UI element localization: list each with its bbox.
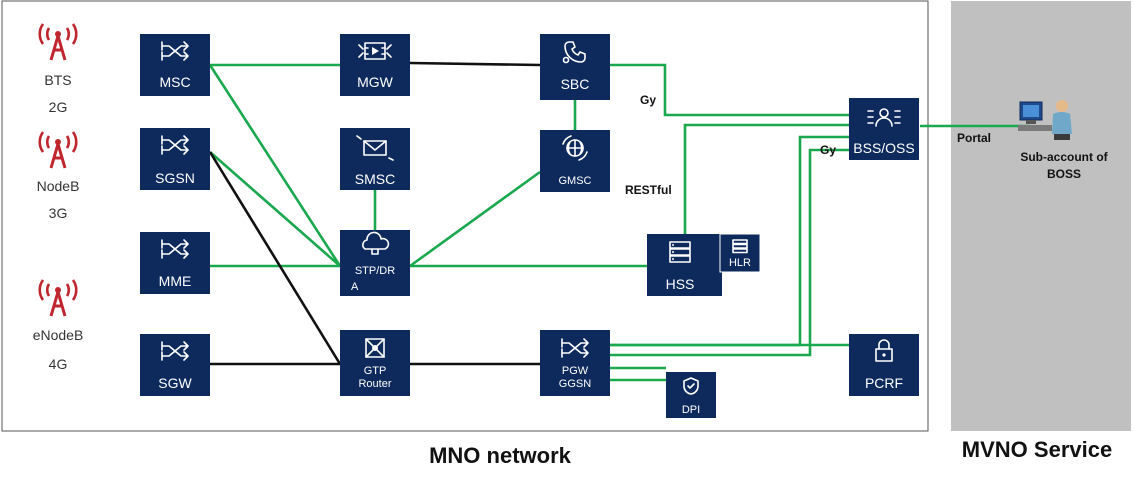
cloud-network-icon	[362, 231, 390, 255]
envelope-icon	[356, 135, 394, 161]
node-label: GMSC	[559, 175, 592, 187]
node-label-line2: GGSN	[559, 378, 591, 390]
node-sgw: SGW	[140, 334, 210, 396]
node-label-line2: A	[351, 281, 359, 293]
antenna-tower-icon	[38, 131, 78, 169]
node-hss: HSS	[647, 234, 722, 296]
node-label: PGW	[562, 365, 589, 377]
user-label-line2: BOSS	[1047, 167, 1081, 181]
link-sgsn-stp	[209, 151, 341, 267]
black-links	[208, 61, 541, 366]
site-name: NodeB	[37, 178, 80, 194]
node-label: MGW	[357, 74, 394, 90]
link-sgsn-gtp	[208, 151, 342, 365]
node-label: SMSC	[355, 171, 395, 187]
node-label: HLR	[729, 257, 751, 269]
shield-icon	[683, 377, 699, 395]
link-sbc-bss	[610, 63, 849, 117]
link-pgw-bss-2	[610, 148, 849, 357]
node-pcrf: PCRF	[849, 334, 919, 396]
link-hss-bss	[683, 123, 849, 234]
node-label: MSC	[159, 74, 190, 90]
node-label: SGW	[158, 375, 192, 391]
node-label: HSS	[666, 276, 695, 292]
globe-arrows-icon	[562, 135, 588, 161]
antenna-tower-icon	[38, 23, 78, 61]
router-icon	[365, 338, 385, 358]
user-label-line1: Sub-account of	[1020, 150, 1108, 164]
node-sgsn: SGSN	[140, 128, 210, 190]
site-enodeb: eNodeB 4G	[33, 279, 84, 372]
phone-gear-icon	[562, 41, 586, 64]
lock-icon	[875, 339, 893, 362]
node-label: PCRF	[865, 375, 903, 391]
switch-arrows-icon	[161, 41, 189, 61]
node-label: MME	[159, 273, 192, 289]
site-name: eNodeB	[33, 327, 84, 343]
node-label: DPI	[682, 404, 700, 416]
region-title-mno: MNO network	[429, 443, 572, 468]
node-pgw: PGW GGSN	[540, 330, 610, 396]
link-mgw-sbc	[409, 61, 541, 67]
node-label: BSS/OSS	[853, 140, 914, 156]
link-msc-stp	[208, 64, 342, 267]
antenna-tower-icon	[38, 279, 78, 317]
server-list-icon	[669, 241, 691, 263]
link-label-portal: Portal	[957, 131, 991, 145]
node-mme: MME	[140, 232, 210, 294]
link-stp-gmsc	[409, 170, 541, 268]
switch-arrows-icon	[161, 341, 189, 361]
node-mgw: MGW	[340, 34, 410, 96]
site-nodeb: NodeB 3G	[37, 131, 80, 221]
node-stp: STP/DR A	[340, 230, 410, 296]
node-smsc: SMSC	[340, 128, 410, 190]
node-sbc: SBC	[540, 34, 610, 100]
mvno-service-panel	[951, 1, 1131, 431]
green-links	[208, 63, 1030, 382]
node-bss-oss: BSS/OSS	[849, 98, 919, 160]
site-bts: BTS 2G	[38, 23, 78, 115]
switch-arrows-icon	[561, 338, 589, 358]
node-label: GTP	[364, 365, 387, 377]
node-label: SBC	[561, 76, 590, 92]
node-dpi: DPI	[666, 372, 716, 418]
node-label: SGSN	[155, 170, 195, 186]
node-hlr: HLR	[719, 233, 761, 273]
site-generation: 4G	[49, 356, 68, 372]
site-name: BTS	[44, 72, 71, 88]
mvno-sub-account: Sub-account of BOSS	[1018, 100, 1109, 181]
site-generation: 2G	[49, 99, 68, 115]
node-msc: MSC	[140, 34, 210, 96]
link-label-gy-top: Gy	[640, 93, 656, 107]
switch-arrows-icon	[161, 239, 189, 259]
link-label-gy-mid: Gy	[820, 143, 836, 157]
media-gateway-icon	[358, 42, 392, 60]
link-label-restful: RESTful	[625, 183, 672, 197]
node-label-line2: Router	[358, 378, 391, 390]
user-at-computer-icon	[1018, 100, 1072, 140]
node-gmsc: GMSC	[540, 130, 610, 192]
node-gtp-router: GTP Router	[340, 330, 410, 396]
site-generation: 3G	[49, 205, 68, 221]
region-title-mvno: MVNO Service	[962, 437, 1112, 462]
user-arrows-icon	[867, 108, 901, 127]
switch-arrows-icon	[161, 135, 189, 155]
server-list-icon	[732, 239, 748, 254]
node-label: STP/DR	[355, 265, 395, 277]
